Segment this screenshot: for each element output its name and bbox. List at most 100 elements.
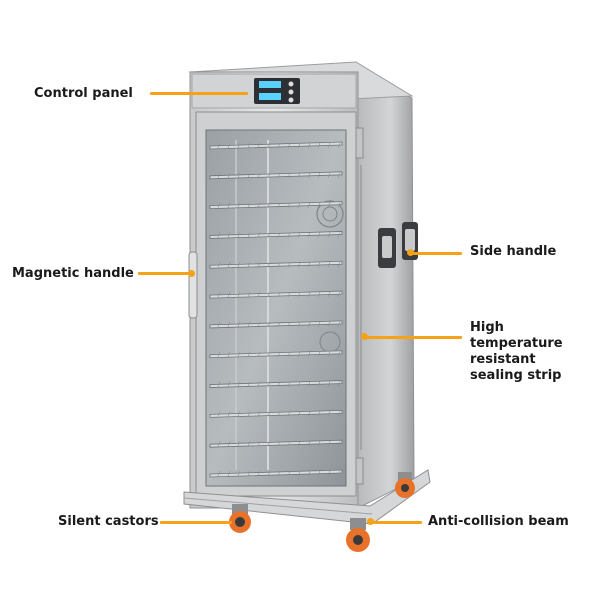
cabinet-side-panel bbox=[355, 69, 415, 509]
rack-wire bbox=[277, 142, 281, 149]
rack-wire bbox=[287, 202, 291, 208]
rack-wire bbox=[297, 172, 301, 178]
control-button bbox=[288, 89, 294, 95]
rack-wire bbox=[307, 411, 311, 417]
rack-wire bbox=[327, 142, 331, 149]
rack-wire bbox=[337, 411, 341, 417]
rack-wire bbox=[337, 470, 341, 477]
rack-wire bbox=[297, 441, 301, 447]
rack-wire bbox=[297, 381, 301, 387]
rack-wire bbox=[317, 470, 321, 477]
rack-wire bbox=[227, 262, 231, 268]
rack-wire bbox=[287, 291, 291, 298]
rack-wire bbox=[237, 470, 241, 477]
rack-wire bbox=[247, 411, 251, 417]
rack-wire bbox=[267, 321, 271, 328]
rack-wire bbox=[327, 321, 331, 328]
rack-wire bbox=[317, 202, 321, 208]
rack-wire bbox=[267, 202, 271, 208]
wire-rack bbox=[209, 260, 343, 269]
rack-wire bbox=[227, 142, 231, 149]
rack-wire bbox=[227, 411, 231, 417]
rack-wire bbox=[287, 142, 291, 149]
rack-wire bbox=[237, 381, 241, 387]
control-button bbox=[288, 97, 294, 103]
rack-wire bbox=[237, 441, 241, 447]
rack-wire bbox=[297, 411, 301, 417]
rack-wire bbox=[317, 381, 321, 387]
rack-wire bbox=[317, 351, 321, 357]
rack-wire bbox=[337, 381, 341, 387]
rack-wire bbox=[217, 411, 221, 417]
rack-wire bbox=[327, 411, 331, 417]
wire-rack bbox=[209, 469, 343, 478]
rack-wire bbox=[247, 142, 251, 149]
rack-wire bbox=[227, 351, 231, 357]
rack-wire bbox=[327, 262, 331, 268]
rack-wire bbox=[297, 470, 301, 477]
rack-wire bbox=[307, 321, 311, 328]
wire-rack bbox=[209, 350, 343, 359]
side-handle-grip bbox=[382, 236, 392, 258]
rack-wire bbox=[337, 232, 341, 238]
rack-wire bbox=[277, 172, 281, 178]
label-magnetic-handle: Magnetic handle bbox=[12, 266, 134, 281]
rack-wire bbox=[257, 470, 261, 477]
rack-wire bbox=[237, 202, 241, 208]
rack-wire bbox=[217, 142, 221, 149]
rack-wire bbox=[267, 411, 271, 417]
label-anti-collision-beam: Anti-collision beam bbox=[428, 514, 569, 529]
rack-wire bbox=[257, 351, 261, 357]
wire-rack bbox=[209, 290, 343, 299]
rack-wire bbox=[287, 321, 291, 328]
rack-wire bbox=[227, 202, 231, 208]
rack-wire bbox=[217, 291, 221, 298]
rack-wire bbox=[307, 232, 311, 238]
rack-wire bbox=[277, 351, 281, 357]
rack-wire bbox=[337, 291, 341, 298]
rack-wire bbox=[237, 291, 241, 298]
leader-dot-side-handle bbox=[407, 249, 414, 256]
rack-wire bbox=[317, 262, 321, 268]
rack-wire bbox=[297, 321, 301, 328]
rack-wire bbox=[227, 291, 231, 298]
label-control-panel: Control panel bbox=[34, 86, 133, 101]
rack-wire bbox=[257, 262, 261, 268]
rack-wire bbox=[277, 232, 281, 238]
leader-anti-collision-beam bbox=[370, 521, 422, 524]
rack-wire bbox=[237, 411, 241, 417]
rack-wire bbox=[247, 291, 251, 298]
rack-wire bbox=[317, 441, 321, 447]
rack-wire bbox=[247, 172, 251, 178]
rack-wire bbox=[317, 411, 321, 417]
rack-wire bbox=[287, 351, 291, 357]
rack-wire bbox=[337, 262, 341, 268]
rack-wire bbox=[277, 321, 281, 328]
leader-magnetic-handle bbox=[138, 272, 192, 275]
magnetic-handle bbox=[188, 251, 198, 319]
rack-wire bbox=[307, 441, 311, 447]
rack-wire bbox=[317, 172, 321, 178]
rack-wire bbox=[257, 232, 261, 238]
display-digits-bottom bbox=[259, 93, 281, 100]
beam-edge bbox=[183, 497, 373, 515]
rack-wire bbox=[327, 172, 331, 178]
rack-wire bbox=[327, 470, 331, 477]
leader-control-panel bbox=[150, 92, 248, 95]
rack-wire bbox=[237, 232, 241, 238]
rack-wire bbox=[247, 202, 251, 208]
rack-wire bbox=[337, 441, 341, 447]
rack-wire bbox=[337, 142, 341, 149]
rack-wire bbox=[247, 351, 251, 357]
rack-wire bbox=[267, 262, 271, 268]
wire-rack bbox=[209, 141, 343, 150]
rack-wire bbox=[327, 232, 331, 238]
display-digits-top bbox=[259, 81, 281, 88]
castor-front-left bbox=[229, 504, 251, 533]
rack-wire bbox=[327, 202, 331, 208]
rack-wire bbox=[217, 172, 221, 178]
rack-wire bbox=[277, 441, 281, 447]
rack-wire bbox=[327, 351, 331, 357]
rack-wire bbox=[257, 142, 261, 149]
